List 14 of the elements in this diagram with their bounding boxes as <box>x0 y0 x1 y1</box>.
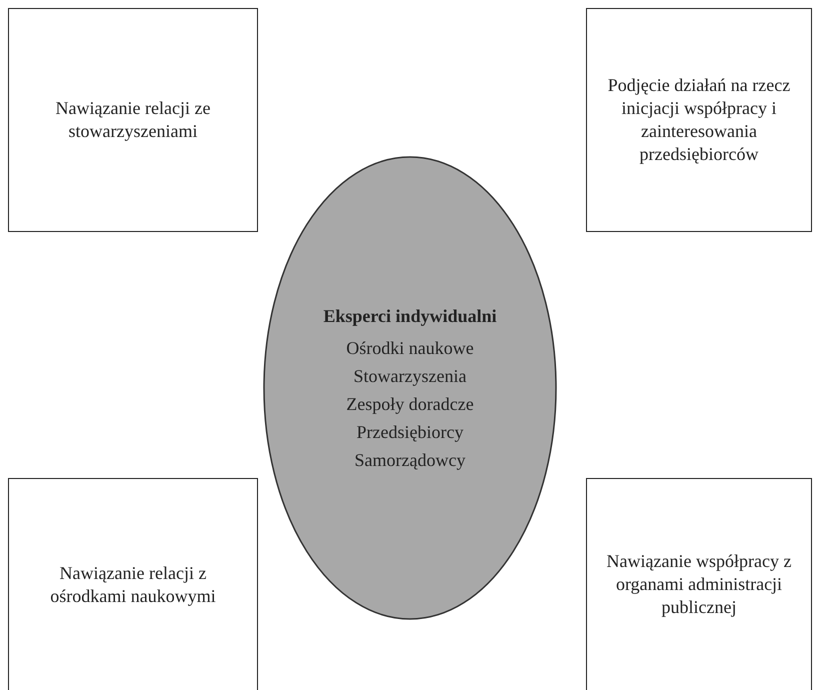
box-text: Nawiązanie relacji ze stowarzyszeniami <box>54 97 212 143</box>
box-text: Nawiązanie współpracy z organami administracji publicznej <box>606 550 792 619</box>
oval-item: Ośrodki naukowe <box>346 337 474 359</box>
oval-heading: Eksperci indywidualni <box>323 305 497 327</box>
text-box <box>8 8 258 232</box>
text-box <box>586 8 812 232</box>
oval-item: Przedsiębiorcy <box>356 421 464 443</box>
box-text: Nawiązanie relacji z ośrodkami naukowymi <box>49 562 217 608</box>
text-box <box>8 478 258 690</box>
oval-item: Samorządowcy <box>354 449 466 471</box>
oval-item: Zespoły doradcze <box>346 393 474 415</box>
box-text: Podjęcie działań na rzecz inicjacji współpracy i zainteresowania przedsiębiorców <box>606 74 792 166</box>
text-box <box>586 478 812 690</box>
oval-item: Stowarzyszenia <box>354 365 466 387</box>
